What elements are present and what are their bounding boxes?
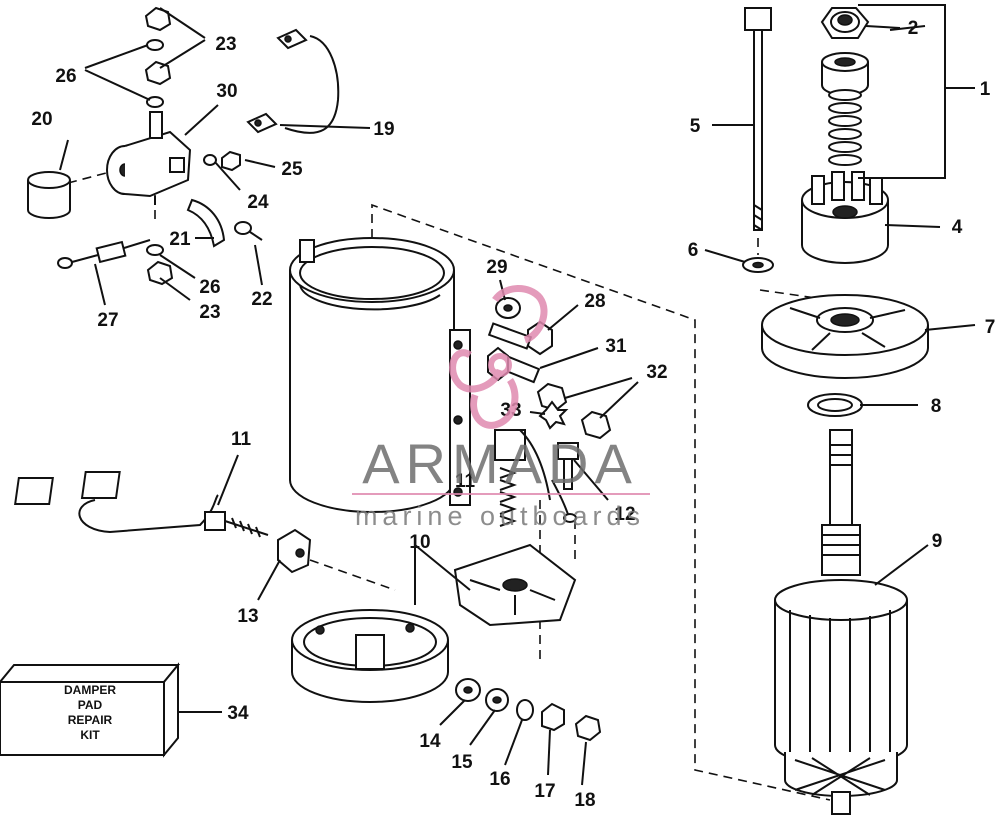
callout-2: 2 xyxy=(908,18,919,39)
callout-4: 4 xyxy=(952,217,963,238)
kit-label-line3: REPAIR xyxy=(68,713,113,727)
bolt-washer xyxy=(742,257,774,273)
callout-30: 30 xyxy=(216,81,237,102)
callout-13: 13 xyxy=(237,606,258,627)
callout-26-top: 26 xyxy=(55,66,76,87)
callout-7: 7 xyxy=(985,317,996,338)
callout-23-bottom: 23 xyxy=(199,302,220,323)
brush-holder-insulator xyxy=(277,528,312,574)
callout-9: 9 xyxy=(932,531,943,552)
kit-label-line4: KIT xyxy=(80,728,100,742)
armature xyxy=(774,429,908,815)
callout-1: 1 xyxy=(980,79,991,100)
watermark-subtitle: marine outboards xyxy=(355,501,645,531)
brush-lead xyxy=(551,479,577,523)
solenoid-boot xyxy=(27,171,71,219)
callout-16: 16 xyxy=(489,769,510,790)
brush-screw xyxy=(557,442,579,490)
hex-nut xyxy=(144,6,241,286)
field-frame xyxy=(289,237,471,513)
callout-15: 15 xyxy=(451,752,473,773)
kit-label-line1: DAMPER xyxy=(64,683,116,697)
through-bolt xyxy=(744,7,772,231)
anti-drift-spring xyxy=(828,89,862,166)
armada-watermark: ARMADA marine outboards xyxy=(352,285,650,531)
callout-12: 12 xyxy=(614,504,635,525)
callout-24: 24 xyxy=(247,192,269,213)
terminal-washer xyxy=(495,297,521,319)
brush xyxy=(494,429,551,501)
callout-27: 27 xyxy=(97,310,118,331)
callout-29: 29 xyxy=(486,257,507,278)
callout-21: 21 xyxy=(169,229,191,250)
bracket-screw xyxy=(234,221,263,241)
brush-spring xyxy=(499,467,517,527)
callout-23-top: 23 xyxy=(215,34,236,55)
callout-19: 19 xyxy=(373,119,394,140)
callout-17: 17 xyxy=(534,781,555,802)
damper-pad-repair-kit: DAMPER PAD REPAIR KIT xyxy=(0,662,181,758)
star-washer xyxy=(538,400,569,430)
callout-11-positive-brush: 11 xyxy=(231,429,252,450)
commutator-end-cap xyxy=(291,609,449,703)
callout-20: 20 xyxy=(31,109,52,130)
positive-brush-set xyxy=(14,471,269,538)
callout-14: 14 xyxy=(419,731,441,752)
callout-25: 25 xyxy=(281,159,303,180)
terminal-insulators-and-hardware xyxy=(455,678,602,742)
battery-cable xyxy=(246,28,340,134)
thrust-washer xyxy=(807,393,863,417)
kit-label-line2: PAD xyxy=(78,698,103,712)
callout-5: 5 xyxy=(690,116,701,137)
callout-28: 28 xyxy=(584,291,605,312)
callout-26-bottom: 26 xyxy=(199,277,220,298)
callout-11-brush: 11 xyxy=(455,471,476,492)
mounting-bracket xyxy=(186,198,226,248)
drive-end-cap xyxy=(761,294,929,379)
terminal-nuts xyxy=(536,382,612,440)
callout-34: 34 xyxy=(227,703,249,724)
callout-8: 8 xyxy=(931,396,942,417)
watermark-title: ARMADA xyxy=(362,432,638,495)
lock-washer xyxy=(146,39,217,256)
pinion-gear xyxy=(801,171,889,264)
callout-31: 31 xyxy=(605,336,627,357)
callout-32: 32 xyxy=(646,362,667,383)
callout-10: 10 xyxy=(409,532,430,553)
callout-6: 6 xyxy=(688,240,699,261)
callout-numbers: 1 2 4 5 6 7 8 9 10 11 11 12 13 14 15 16 … xyxy=(31,18,995,811)
solenoid xyxy=(106,111,192,205)
stop-collar xyxy=(821,52,869,96)
callout-18: 18 xyxy=(574,790,595,811)
pinion-stop-nut xyxy=(820,7,870,39)
solenoid-lead xyxy=(57,239,151,269)
propeller-logo-icon xyxy=(449,285,548,429)
callout-22: 22 xyxy=(251,289,272,310)
brush-holder-plate xyxy=(453,543,577,627)
leader-lines xyxy=(59,4,976,786)
